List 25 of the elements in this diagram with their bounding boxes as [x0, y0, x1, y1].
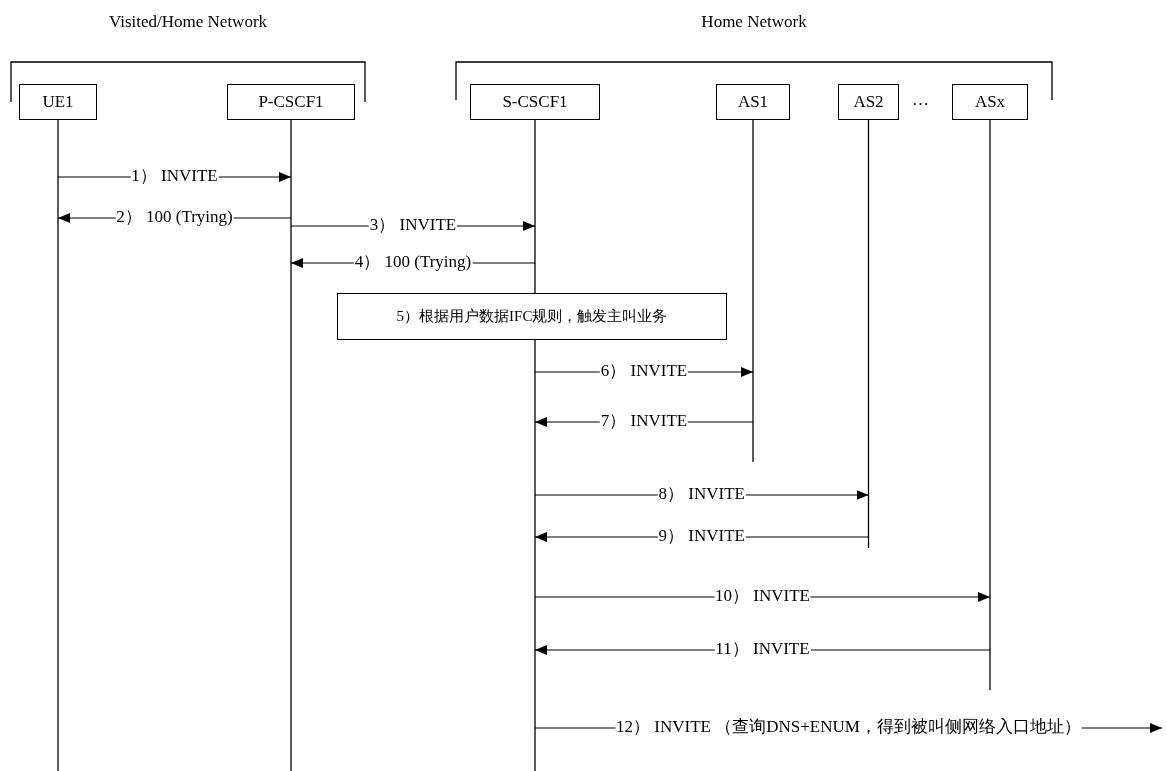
- ellipsis-text: …: [912, 90, 929, 110]
- edge-label: 1） INVITE: [130, 167, 219, 185]
- edge-label: 10） INVITE: [714, 587, 811, 605]
- edge-label: 9） INVITE: [657, 527, 746, 545]
- group-title: Visited/Home Network: [107, 12, 269, 32]
- edge-label: 6） INVITE: [599, 362, 689, 380]
- edge-label: 7） INVITE: [599, 412, 689, 430]
- edge-label: 3） INVITE: [368, 216, 458, 234]
- edge-label: 12） INVITE （查询DNS+ENUM，得到被叫侧网络入口地址）: [615, 718, 1082, 736]
- actor-box: P-CSCF1: [227, 84, 355, 120]
- lifeline-actor: [19, 84, 97, 771]
- actor-box: AS2: [838, 84, 899, 120]
- actor-box: AS1: [716, 84, 790, 120]
- note-box: 5）根据用户数据IFC规则，触发主叫业务: [337, 293, 727, 340]
- edge-label: 2） 100 (Trying): [115, 208, 234, 226]
- edge-label: 4） 100 (Trying): [353, 253, 473, 271]
- actor-box: ASx: [952, 84, 1028, 120]
- actor-box: S-CSCF1: [470, 84, 600, 120]
- edge-label: 11） INVITE: [714, 640, 811, 658]
- group-title: Home Network: [700, 12, 808, 32]
- lifeline-actor: [952, 84, 1028, 690]
- edge-label: 8） INVITE: [657, 485, 746, 503]
- lifeline-actor: [838, 84, 899, 548]
- lifeline-actor: [716, 84, 790, 462]
- actor-box: UE1: [19, 84, 97, 120]
